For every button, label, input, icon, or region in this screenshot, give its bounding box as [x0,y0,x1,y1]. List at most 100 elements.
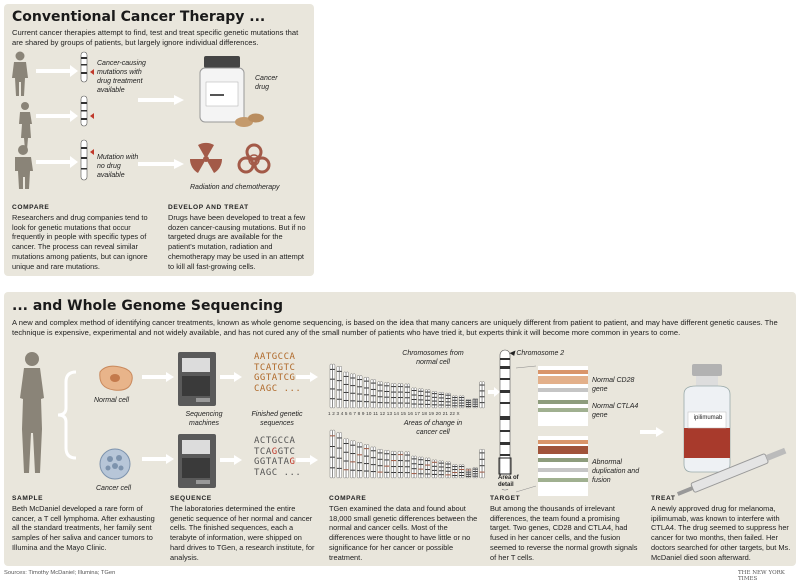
label-abnormal: Abnormal duplication and fusion [592,459,640,484]
target-arrow [488,387,500,397]
chromosome-numbers: 1 2 3 4 5 6 7 8 9 10 11 12 13 14 15 16 1… [328,411,460,416]
label-area-of-detail: Area of detail [498,475,528,489]
chromosome [377,449,381,479]
patient-figures-icon [12,51,33,189]
cancer-karyotype [329,429,485,479]
base-run: GTC [277,446,296,457]
chromosome [445,461,449,479]
sequence-arrows [220,372,242,465]
conventional-intro: Current cancer therapies attempt to find… [12,28,299,47]
chromosome [384,382,387,409]
cancer-cell-icon [99,448,131,480]
label-cancer-cell: Cancer cell [96,485,132,492]
chromosome [475,398,478,409]
chromosome [454,395,458,409]
drug-label: ipilimumab [693,415,723,421]
chromosome [343,371,347,409]
chromosome [411,455,415,479]
chromosome [441,391,444,409]
sequence-line: AATGCCA [254,352,296,362]
chromosome [472,398,476,409]
chromosome [404,383,408,409]
label-normal-cell: Normal cell [94,397,130,404]
target-heading: TARGET [490,495,521,502]
chromosome [472,467,476,479]
compare-body: Researchers and drug companies tend to l… [12,213,148,271]
label-chromosome-2: ◀ Chromosome 2 [509,350,565,357]
chromosome [468,399,472,409]
normal-karyotype [329,363,485,409]
label-mutations-treatment: Cancer-causing mutations with drug treat… [97,60,146,94]
chromosome [397,383,401,409]
chromosome [407,383,410,409]
people-arrows [36,65,78,168]
sources-credit: Sources: Timothy McDaniel; Illumina; TGe… [4,570,116,576]
label-finished-sequences: Finished genetic sequences [251,411,303,427]
chromosome [357,442,360,479]
chromosome [475,467,478,479]
chromosome [447,461,451,479]
chromosome [386,382,390,409]
conventional-title: Conventional Cancer Therapy ... [12,9,266,25]
sequence-body: The laboratories determined the entire g… [170,504,315,562]
label-normal-cd28: Normal CD28 gene [592,377,635,393]
chromosome [420,388,424,409]
chromosome [352,373,356,409]
chromosome [434,459,438,479]
chromosome [343,438,347,479]
chromosome [458,395,462,409]
chromosome [393,383,397,409]
chromosome [352,440,356,479]
chromosome [413,455,417,479]
base-run: TAGC ... [254,467,302,478]
chromosome [461,464,465,479]
chromosome [420,456,424,479]
cell-arrows [142,372,174,464]
chromosome [427,457,431,479]
chromosome [400,450,404,479]
pill-bottle-icon [199,56,264,127]
chromosome [431,391,435,409]
chromosome [452,464,455,479]
treatment-arrows [138,95,184,169]
chromosome [393,450,397,479]
chromosome [391,383,394,409]
label-chromosomes-normal: Chromosomes from normal cell [402,350,464,366]
base-run: ACTGCCA [254,436,296,446]
sequence-line: TCATGTC [254,362,296,373]
compare2-heading: COMPARE [329,495,367,502]
chromosome [380,449,383,479]
chromosome [424,389,428,409]
chromosome [350,440,353,479]
compare2-body: TGen examined the data and found about 1… [329,504,478,562]
mutated-base: G [271,446,278,457]
chromosome [454,464,458,479]
chromosome [465,399,469,409]
chromosome [329,363,333,409]
genome-sequencing-panel [4,292,796,566]
chromosome [336,366,340,409]
chromosome [366,444,370,479]
chromosome [386,449,390,479]
chromosome [339,432,342,479]
brace-icon [57,370,77,460]
label-cancer-drug: Cancer drug [255,75,278,91]
chromosome [380,381,383,409]
conventional-therapy-panel [4,4,314,276]
chromosome [427,389,431,409]
chromosome [445,392,449,409]
chromosome [418,456,421,479]
sequence-line: TAGC ... [254,468,301,479]
mutated-base: G [289,457,296,467]
chromosome [329,429,333,479]
label-areas-change: Areas of change in cancer cell [403,420,463,436]
chromosome [397,450,401,479]
label-normal-ctla4: Normal CTLA4 gene [592,403,639,419]
chromosome [359,442,363,479]
chromosome [346,371,349,409]
label-sequencing-machines: Sequencing machines [185,411,223,427]
base-run: GGTATA [254,457,290,467]
radiation-biohazard-icon [189,142,271,174]
chromosome [377,381,381,409]
chromosome [438,391,442,409]
